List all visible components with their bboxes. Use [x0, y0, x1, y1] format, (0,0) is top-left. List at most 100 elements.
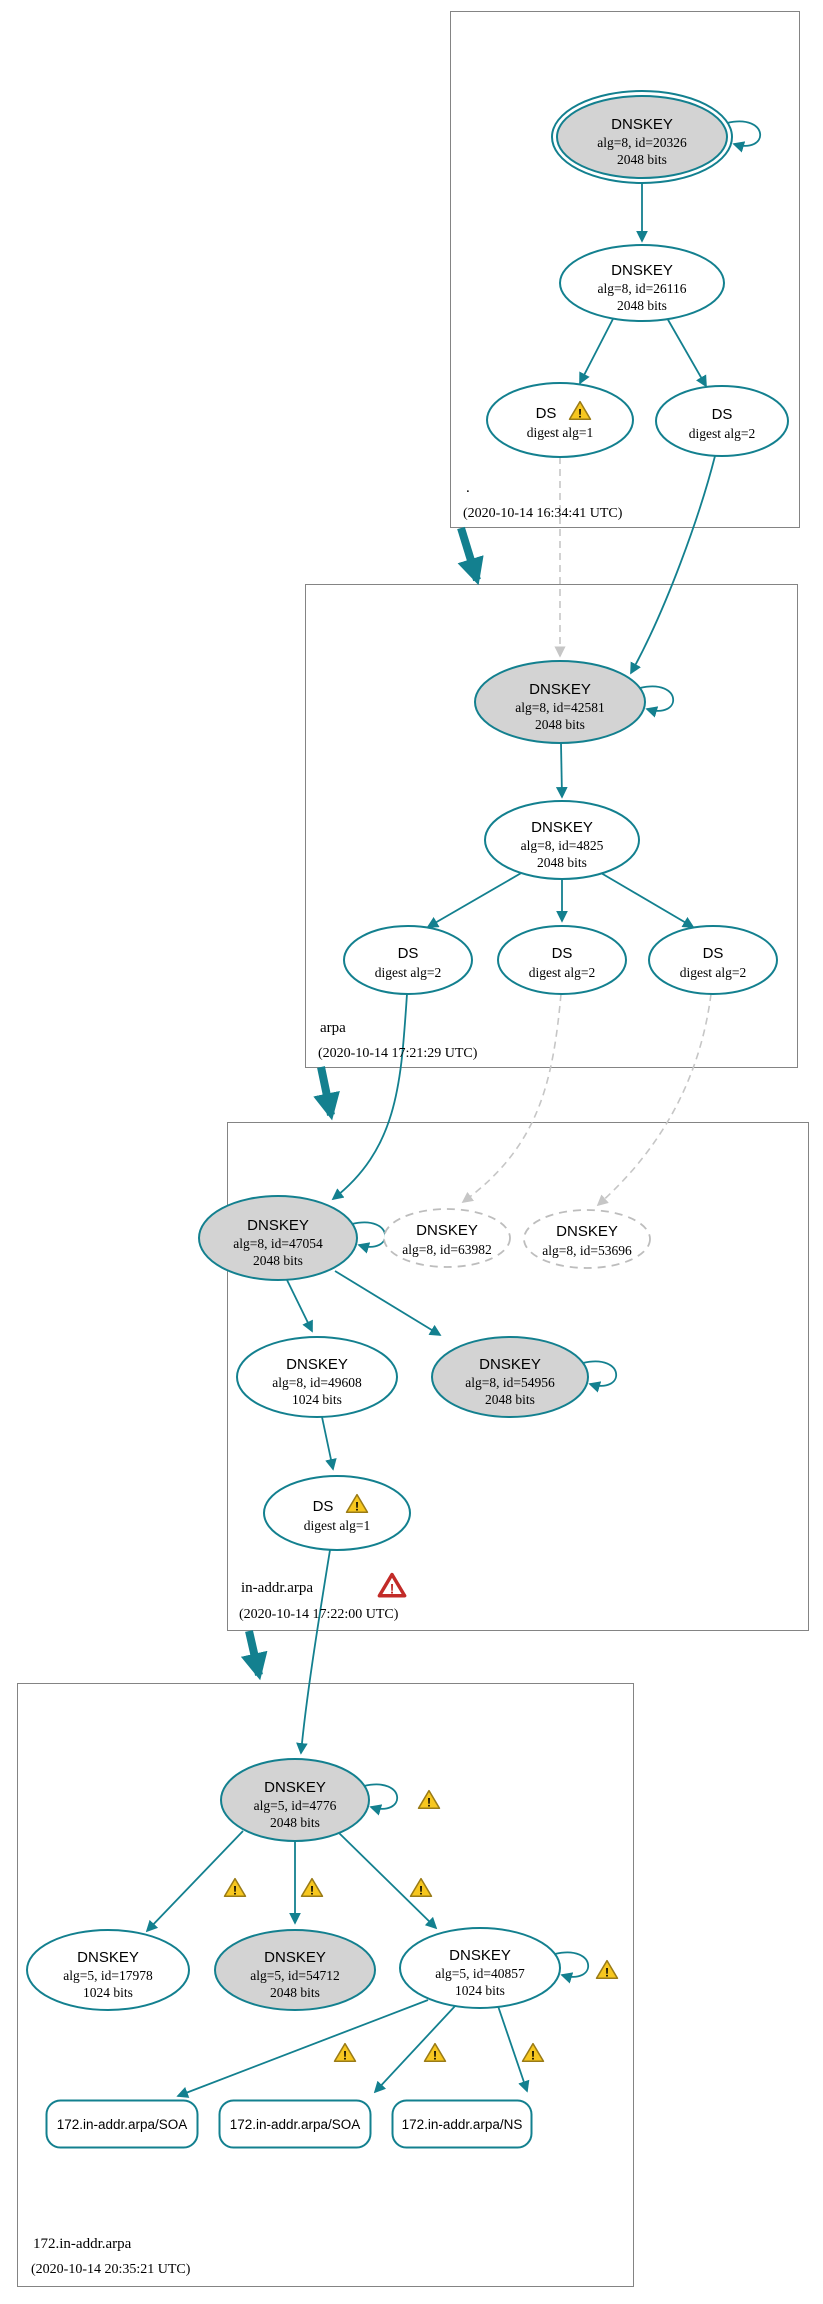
warning-icon: ! — [333, 2042, 357, 2063]
edge — [338, 1832, 438, 1930]
edge — [461, 993, 562, 1203]
edge — [286, 1279, 313, 1333]
svg-text:!: ! — [390, 1581, 395, 1596]
node-detail: alg=8, id=49608 — [272, 1375, 362, 1390]
edge — [331, 993, 408, 1201]
warning-icon: ! — [300, 1877, 324, 1898]
node-detail: digest alg=1 — [527, 425, 593, 440]
node-dnskey-49608[interactable]: DNSKEY alg=8, id=49608 1024 bits — [236, 1336, 398, 1418]
warning-icon: ! — [595, 1959, 619, 1980]
node-title: DNSKEY — [479, 1356, 541, 1373]
zone-box-arpa — [305, 584, 798, 1068]
node-ds-inaddr-alg1[interactable]: DS! digest alg=1 — [263, 1475, 411, 1551]
node-title: DNSKEY — [77, 1949, 139, 1966]
warning-icon: ! — [423, 2042, 447, 2063]
node-detail: digest alg=2 — [689, 426, 755, 441]
node-detail: alg=5, id=40857 — [435, 1966, 525, 1981]
edge — [176, 1999, 429, 2098]
node-detail: alg=5, id=54712 — [250, 1968, 339, 1983]
node-title: DNSKEY — [247, 1217, 309, 1234]
error-icon: ! — [377, 1572, 407, 1598]
svg-text:!: ! — [605, 1966, 609, 1980]
node-title: DNSKEY — [611, 116, 673, 133]
node-ds-root-alg1[interactable]: DS! digest alg=1 — [486, 382, 634, 458]
node-title: DS — [536, 405, 557, 422]
svg-text:!: ! — [427, 1796, 431, 1810]
edge — [596, 993, 712, 1207]
self-signature-loop — [554, 1951, 590, 1984]
warning-icon: ! — [223, 1877, 247, 1898]
svg-text:!: ! — [531, 2049, 535, 2063]
zone-name: . — [466, 480, 470, 496]
node-detail: digest alg=1 — [304, 1518, 370, 1533]
node-detail: 2048 bits — [537, 855, 587, 870]
svg-text:!: ! — [419, 1884, 423, 1898]
edge — [579, 316, 615, 385]
rrset-label: 172.in-addr.arpa/SOA — [230, 2117, 361, 2132]
node-rrset-ns-1[interactable]: 172.in-addr.arpa/NS — [391, 2099, 533, 2149]
node-detail: alg=5, id=17978 — [63, 1968, 153, 1983]
node-detail: alg=8, id=54956 — [465, 1375, 555, 1390]
node-title: DS — [712, 406, 733, 423]
zone-timestamp: (2020-10-14 16:34:41 UTC) — [463, 506, 623, 521]
delegation-arrow — [457, 526, 484, 586]
warning-icon: ! — [568, 400, 592, 421]
warning-icon: ! — [345, 1493, 369, 1514]
zone-name: arpa — [320, 1020, 346, 1036]
zone-box-in-addr.arpa — [227, 1122, 809, 1631]
edge — [555, 742, 568, 799]
zone-timestamp: (2020-10-14 17:21:29 UTC) — [318, 1046, 478, 1061]
edge — [321, 1416, 337, 1471]
svg-text:!: ! — [433, 2049, 437, 2063]
zone-name: 172.in-addr.arpa — [33, 2236, 132, 2252]
node-detail: 1024 bits — [455, 1983, 505, 1998]
node-title: DNSKEY — [449, 1947, 511, 1964]
zone-label-group: in-addr.arpa(2020-10-14 17:22:00 UTC) — [239, 1580, 399, 1622]
node-dnskey-40857[interactable]: DNSKEY alg=5, id=40857 1024 bits — [399, 1927, 590, 2009]
self-signature-loop — [726, 120, 762, 153]
node-detail: 1024 bits — [292, 1392, 342, 1407]
svg-text:!: ! — [355, 1500, 359, 1514]
warning-icon: ! — [417, 1789, 441, 1810]
node-detail: digest alg=2 — [375, 965, 441, 980]
node-title: DNSKEY — [286, 1356, 348, 1373]
node-detail: 2048 bits — [270, 1985, 320, 2000]
node-title: DS — [313, 1498, 334, 1515]
node-title: DNSKEY — [611, 262, 673, 279]
svg-text:!: ! — [310, 1884, 314, 1898]
zone-box-root — [450, 11, 800, 528]
warning-icon: ! — [409, 1877, 433, 1898]
edge — [666, 317, 707, 388]
svg-text:!: ! — [578, 407, 582, 421]
node-detail: 2048 bits — [270, 1815, 320, 1830]
svg-text:!: ! — [343, 2049, 347, 2063]
node-ds-root-alg2[interactable]: DS digest alg=2 — [655, 385, 789, 457]
zone-label-group: . (2020-10-14 16:34:41 UTC) — [463, 480, 623, 521]
node-rrset-soa-1[interactable]: 172.in-addr.arpa/SOA — [45, 2099, 199, 2149]
zone-name: in-addr.arpa — [241, 1580, 313, 1596]
node-title: DNSKEY — [529, 681, 591, 698]
node-detail: alg=8, id=47054 — [233, 1236, 323, 1251]
edge — [426, 871, 524, 928]
warning-icon: ! — [521, 2042, 545, 2063]
node-title: DNSKEY — [264, 1779, 326, 1796]
node-detail: digest alg=2 — [529, 965, 595, 980]
edge — [600, 872, 695, 928]
node-rrset-soa-2[interactable]: 172.in-addr.arpa/SOA — [218, 2099, 372, 2149]
